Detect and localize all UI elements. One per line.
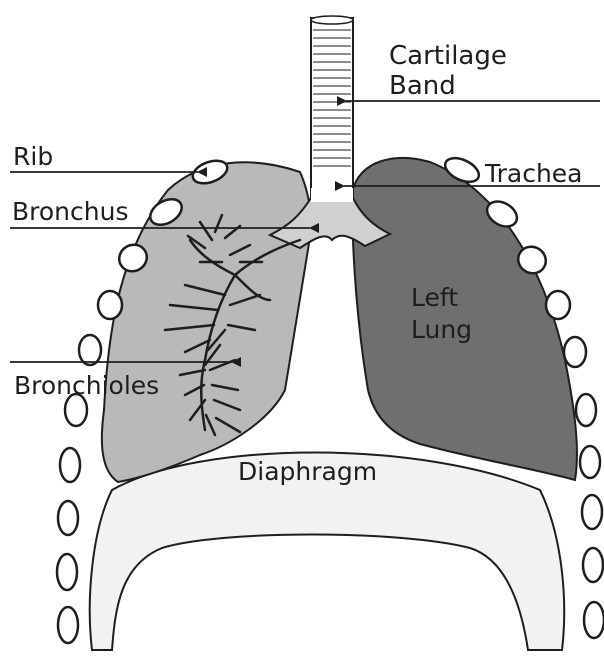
- label-cartilage-band-line2: Band: [389, 71, 456, 101]
- rib-left-10: [58, 607, 78, 643]
- right-lung: [102, 162, 312, 482]
- rib-left-5: [79, 335, 101, 365]
- label-diaphragm: Diaphragm: [238, 457, 377, 486]
- rib-right-5: [564, 337, 586, 367]
- rib-right-9: [583, 548, 603, 582]
- rib-right-4: [546, 291, 570, 319]
- rib-right-6: [576, 394, 596, 426]
- rib-left-4: [98, 291, 122, 319]
- trachea: [311, 16, 353, 198]
- rib-left-7: [60, 448, 80, 482]
- rib-right-10: [584, 602, 604, 638]
- label-rib: Rib: [13, 142, 53, 171]
- rib-left-8: [58, 501, 78, 535]
- rib-right-8: [582, 495, 602, 529]
- label-bronchioles: Bronchioles: [14, 371, 159, 400]
- rib-right-7: [580, 446, 600, 478]
- label-bronchus: Bronchus: [12, 197, 128, 226]
- label-left-lung-line1: Left: [411, 283, 458, 312]
- rib-left-9: [57, 554, 77, 590]
- label-left-lung-line2: Lung: [411, 315, 472, 344]
- label-cartilage-band-line1: Cartilage: [389, 41, 507, 71]
- label-trachea: Trachea: [484, 159, 583, 188]
